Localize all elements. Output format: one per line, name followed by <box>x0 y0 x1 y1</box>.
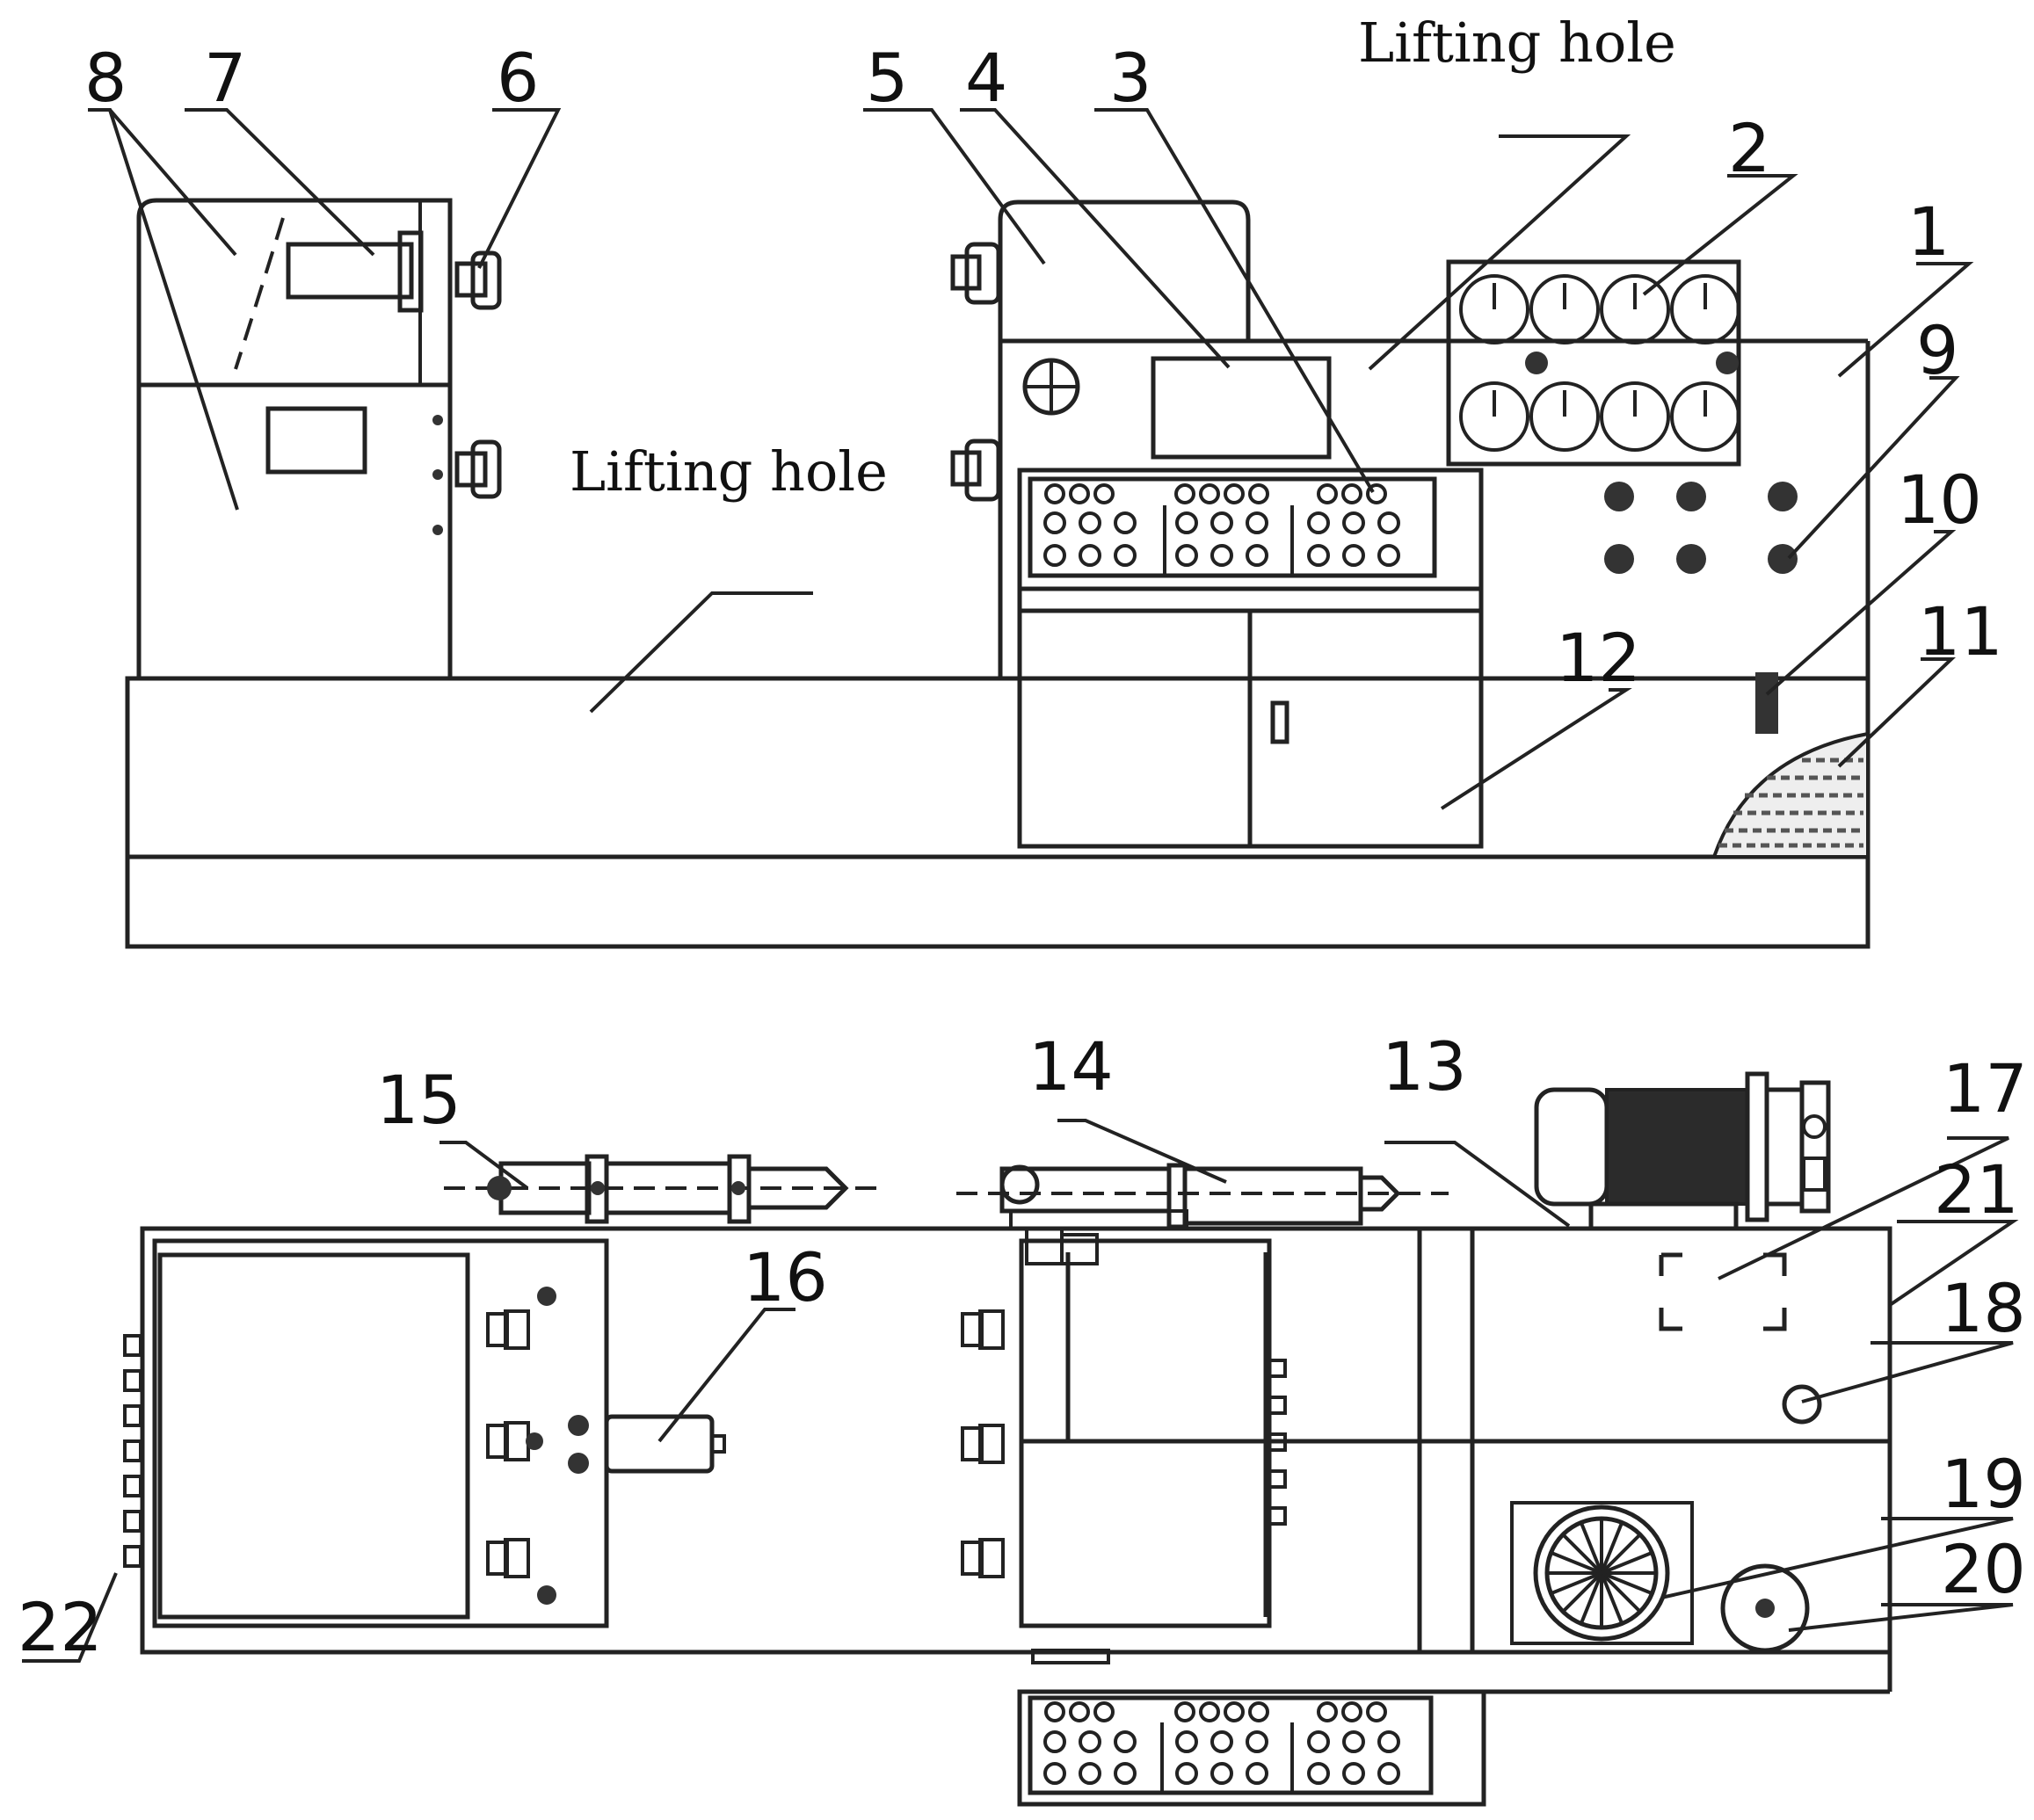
callout-20: 20 <box>1941 1530 2026 1608</box>
gauge-panel <box>1446 259 1741 467</box>
callout-18: 18 <box>1941 1269 2026 1347</box>
component-16 <box>604 1414 715 1474</box>
component-7-box <box>286 242 414 300</box>
left-cabinet <box>136 198 502 678</box>
fan-icon <box>1510 1501 1694 1645</box>
connector-strip <box>123 1334 142 1568</box>
cylinder-14 <box>956 1163 1449 1230</box>
knob-group <box>1604 482 1798 574</box>
plan-view <box>123 1071 1892 1807</box>
callout-2: 2 <box>1728 109 1770 187</box>
lifting-hole-label-mid: Lifting hole <box>570 439 888 504</box>
callout-6: 6 <box>497 39 539 117</box>
callout-22: 22 <box>18 1588 103 1666</box>
callout-14: 14 <box>1028 1027 1114 1106</box>
display-screen <box>1151 356 1332 460</box>
leader-lines <box>22 108 2019 1663</box>
base-platform <box>125 676 1871 949</box>
tank <box>157 1252 470 1620</box>
callout-1: 1 <box>1907 192 1950 271</box>
lifting-hole-label-top: Lifting hole <box>1358 11 1676 75</box>
middle-section <box>961 1227 1890 1664</box>
callout-12: 12 <box>1556 619 1641 697</box>
vent-grille <box>1711 731 1870 859</box>
middle-panel <box>950 199 1868 678</box>
callout-3: 3 <box>1109 39 1151 117</box>
motor-13 <box>1534 1071 1831 1231</box>
callout-9: 9 <box>1916 311 1958 389</box>
front-view <box>125 198 1871 949</box>
switch-icon <box>1755 672 1778 734</box>
control-panel <box>1017 468 1484 849</box>
cabinet-handle <box>1270 700 1289 744</box>
callout-19: 19 <box>1941 1445 2026 1523</box>
reel-20 <box>1720 1563 1810 1653</box>
tank-fittings <box>486 1309 530 1578</box>
callout-5: 5 <box>866 39 908 117</box>
callout-16: 16 <box>743 1238 828 1316</box>
valve-18 <box>1782 1384 1822 1425</box>
callout-15: 15 <box>376 1061 461 1139</box>
cabinet-window <box>265 406 367 475</box>
component-17 <box>1659 1252 1787 1331</box>
callout-11: 11 <box>1918 592 2003 671</box>
callout-21: 21 <box>1934 1150 2019 1229</box>
callout-8: 8 <box>84 39 127 117</box>
callout-4: 4 <box>965 39 1007 117</box>
bottom-control-panel <box>1017 1689 1486 1807</box>
callout-10: 10 <box>1897 460 1982 539</box>
callout-13: 13 <box>1382 1027 1467 1106</box>
callout-7: 7 <box>204 39 246 117</box>
callout-17: 17 <box>1943 1049 2028 1128</box>
cylinder-15 <box>444 1154 883 1224</box>
